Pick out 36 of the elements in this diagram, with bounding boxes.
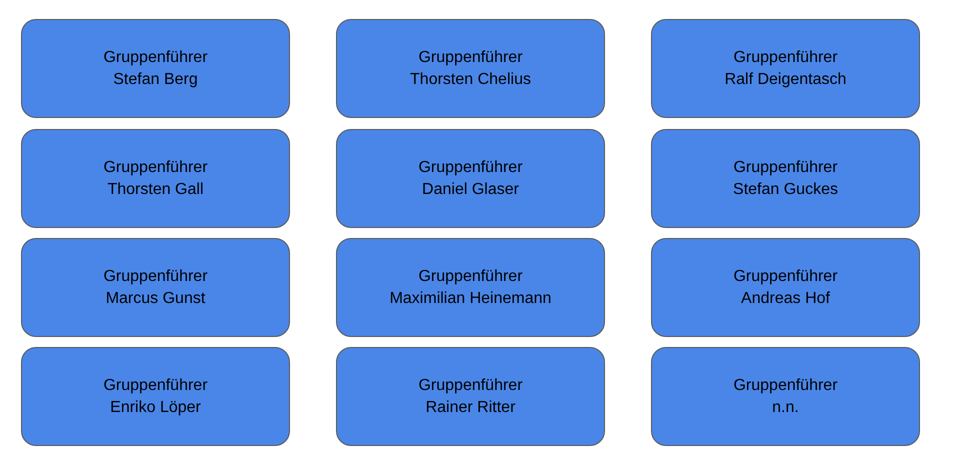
role-title: Gruppenführer xyxy=(733,266,838,286)
role-box xyxy=(336,19,605,118)
person-name: Enriko Löper xyxy=(110,398,201,418)
role-box xyxy=(336,238,605,337)
person-name: Stefan Guckes xyxy=(733,180,838,200)
role-title: Gruppenführer xyxy=(733,48,838,68)
role-box xyxy=(21,347,290,446)
person-name: Marcus Gunst xyxy=(106,288,206,308)
role-title: Gruppenführer xyxy=(733,376,838,396)
role-box xyxy=(21,238,290,337)
role-title: Gruppenführer xyxy=(103,376,208,396)
role-title: Gruppenführer xyxy=(418,158,523,178)
role-box xyxy=(336,129,605,228)
person-name: Stefan Berg xyxy=(113,70,198,90)
person-name: n.n. xyxy=(772,398,799,418)
role-title: Gruppenführer xyxy=(103,266,208,286)
role-box xyxy=(651,347,920,446)
role-box xyxy=(21,129,290,228)
role-title: Gruppenführer xyxy=(418,376,523,396)
role-title: Gruppenführer xyxy=(418,266,523,286)
person-name: Thorsten Chelius xyxy=(410,70,531,90)
person-name: Daniel Glaser xyxy=(422,180,519,200)
person-name: Andreas Hof xyxy=(741,288,830,308)
person-name: Thorsten Gall xyxy=(107,180,204,200)
person-name: Rainer Ritter xyxy=(426,398,516,418)
role-box xyxy=(651,19,920,118)
role-title: Gruppenführer xyxy=(103,158,208,178)
person-name: Ralf Deigentasch xyxy=(724,70,846,90)
role-box xyxy=(651,129,920,228)
person-name: Maximilian Heinemann xyxy=(390,288,552,308)
role-box xyxy=(651,238,920,337)
role-title: Gruppenführer xyxy=(103,48,208,68)
role-title: Gruppenführer xyxy=(733,158,838,178)
role-box xyxy=(21,19,290,118)
role-title: Gruppenführer xyxy=(418,48,523,68)
role-box xyxy=(336,347,605,446)
